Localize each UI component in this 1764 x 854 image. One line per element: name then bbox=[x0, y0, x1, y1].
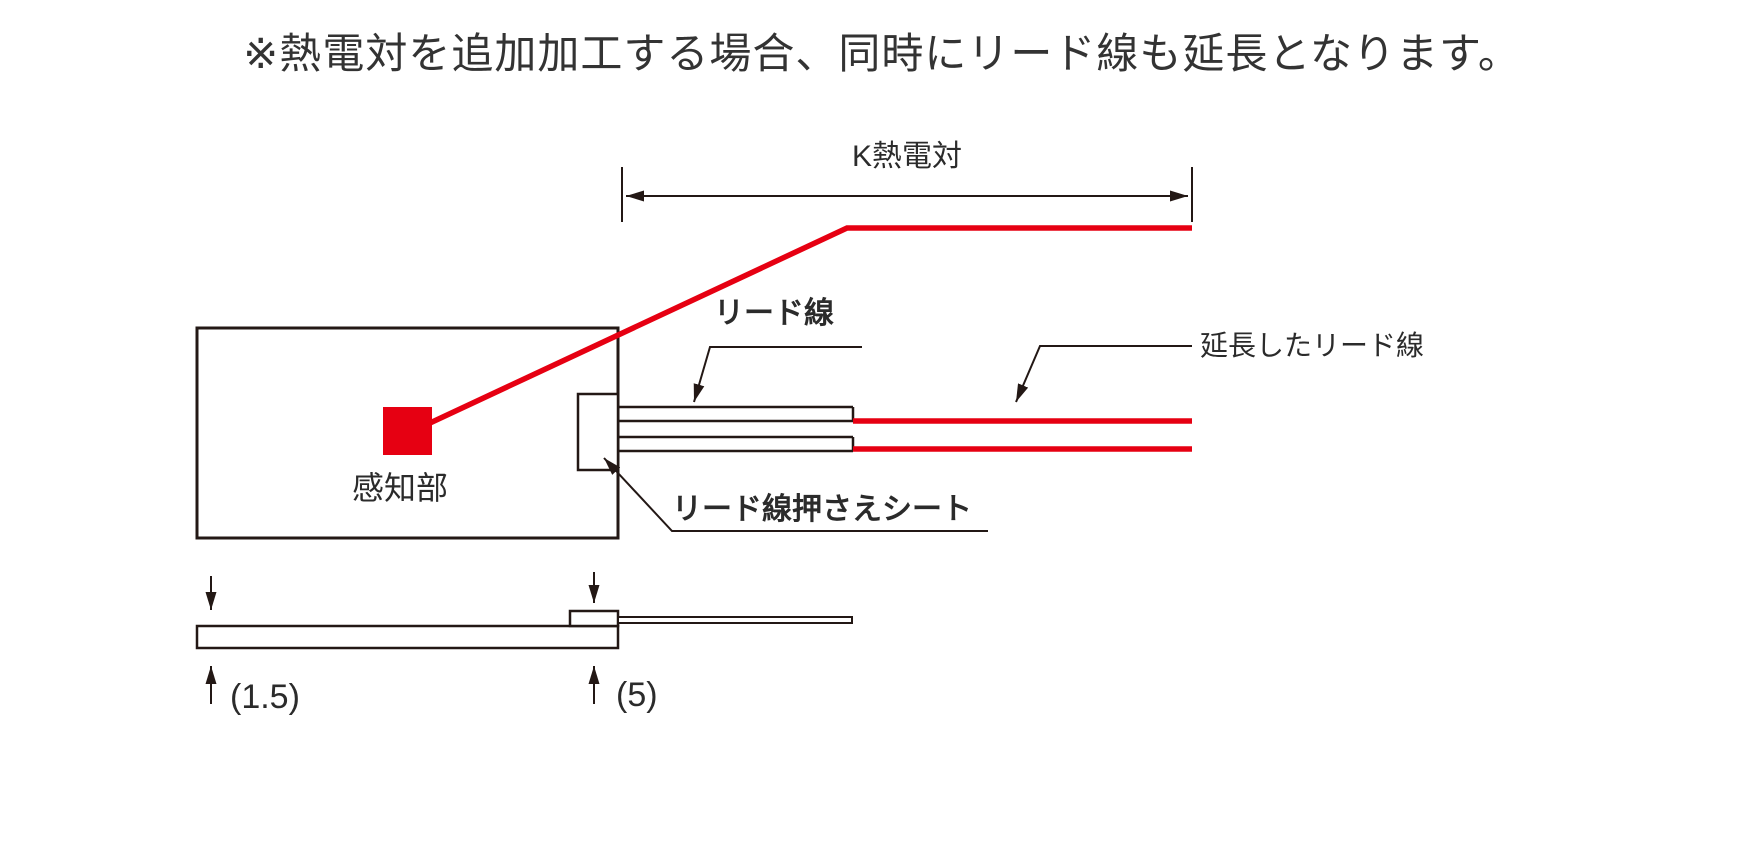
lead-wires bbox=[618, 405, 855, 453]
sensor-square bbox=[383, 407, 432, 455]
thermocouple-wire bbox=[428, 225, 1192, 426]
dimension-k-thermocouple bbox=[621, 167, 1193, 222]
label-thickness-5: (5) bbox=[616, 676, 658, 714]
label-extended-lead-wire: 延長したリード線 bbox=[1200, 330, 1425, 361]
side-view-body bbox=[195, 624, 620, 650]
label-sensor: 感知部 bbox=[352, 470, 449, 506]
dimension-arrows bbox=[205, 572, 600, 704]
leader-extended-lead-wire bbox=[1015, 345, 1192, 403]
leader-press-sheet bbox=[603, 457, 988, 532]
label-thickness-1-5: (1.5) bbox=[230, 678, 300, 716]
leader-lead-wire bbox=[693, 346, 862, 403]
note-text: ※熱電対を追加加工する場合、同時にリード線も延長となります。 bbox=[243, 30, 1521, 77]
label-lead-wire: リード線 bbox=[714, 297, 834, 330]
side-view-press-sheet bbox=[568, 609, 620, 628]
extended-lead-wires bbox=[853, 418, 1192, 452]
side-view-lead-wire bbox=[617, 616, 853, 624]
heater-body-outline bbox=[195, 326, 620, 540]
side-view bbox=[195, 609, 853, 650]
press-sheet-outline bbox=[576, 392, 620, 472]
label-k-thermocouple: K熱電対 bbox=[851, 140, 962, 173]
label-press-sheet: リード線押さえシート bbox=[672, 493, 972, 526]
